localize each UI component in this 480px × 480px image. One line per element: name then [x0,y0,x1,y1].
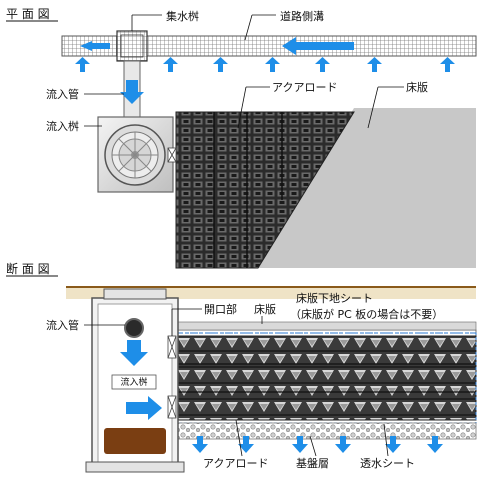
inflow-pipe-label: 流入管 [46,87,79,101]
catch-basin [116,30,148,62]
pipe-flow-arrow [120,80,144,104]
inflow-basin-box-label: 流入桝 [120,376,147,388]
inflow-pipe-section-label: 流入管 [46,318,79,332]
section-view-title: 断 面 図 [6,261,50,276]
floor-slab-plan [258,108,476,268]
base-layer-label: 基盤層 [296,457,329,470]
gutter-flow-arrow-left [80,41,110,51]
road-gutter-label: 道路側溝 [280,9,324,23]
plan-view-title: 平 面 図 [6,7,50,21]
base-sheet-label-line2: （床版が PC 板の場合は不要） [290,307,443,321]
sediment [104,428,166,454]
inflow-arrows-up [75,57,455,72]
inflow-pipe-section [124,318,144,338]
floor-slab-section-label: 床版 [254,302,276,316]
inflow-basin-label: 流入桝 [46,119,79,133]
floor-slab-label: 床版 [406,80,428,94]
catch-basin-label: 集水桝 [166,9,199,23]
gutter-flow-arrow-right [282,37,354,55]
permeable-sheet-label: 透水シート [360,457,415,470]
aqua-road-section-label: アクアロード [203,457,268,470]
basin-flow-arrow-down [120,340,148,366]
base-layer [177,422,477,440]
opening-label: 開口部 [204,302,237,316]
road-gutter [61,35,477,57]
basin-flow-arrow-right [126,396,162,420]
infiltration-arrows-down [192,436,443,453]
aqua-road-label: アクアロード [272,81,337,94]
floor-slab-section [177,321,477,331]
base-sheet-label-line1: 床版下地シート [296,291,373,305]
aqua-road-section [177,335,477,421]
aqua-road-plan [175,111,355,269]
